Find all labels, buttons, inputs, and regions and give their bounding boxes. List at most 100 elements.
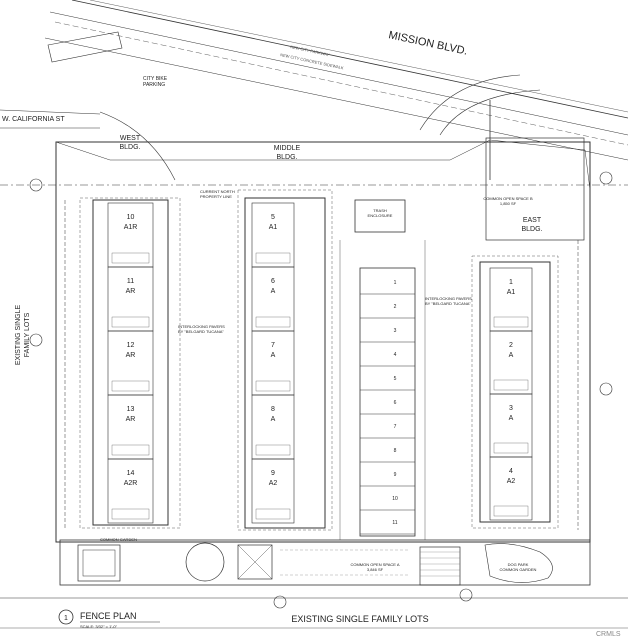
- west-unit-11-number: 11: [127, 278, 134, 285]
- crmls-watermark: CRMLS: [596, 631, 621, 638]
- middle-unit-9-type: A2: [269, 480, 278, 487]
- title-number: 1: [64, 615, 68, 622]
- middle-unit-8-type: A: [271, 416, 276, 423]
- east-unit-1-number: 1: [509, 279, 513, 286]
- middle-unit-7-garage: [255, 380, 291, 392]
- parking-stall-number: 8: [394, 448, 397, 454]
- west-unit-11-garage: [111, 316, 150, 328]
- west-building: [92, 199, 169, 526]
- common-garden-strip: [59, 539, 591, 586]
- parking-stall-number: 7: [394, 424, 397, 430]
- middle-unit-9-number: 9: [271, 470, 275, 477]
- middle-unit-5-garage: [255, 252, 291, 264]
- bike-parking-area: [47, 31, 123, 63]
- middle-unit-9: [251, 458, 295, 524]
- parking-stall-number: 10: [392, 496, 398, 502]
- middle-building: [244, 197, 326, 529]
- middle-unit-5-type: A1: [269, 224, 278, 231]
- middle-unit-8: [251, 394, 295, 460]
- east-unit-3-number: 3: [509, 405, 513, 412]
- west-unit-10-type: A1R: [124, 224, 138, 231]
- bottom-lots-label: EXISTING SINGLE FAMILY LOTS: [291, 614, 428, 624]
- east-unit-1-type: A1: [507, 289, 516, 296]
- west-unit-12-type: AR: [126, 352, 136, 359]
- middle-unit-7-type: A: [271, 352, 276, 359]
- west-unit-12: [107, 330, 154, 396]
- west-unit-12-garage: [111, 380, 150, 392]
- west-unit-14: [107, 458, 154, 524]
- middle-unit-7-number: 7: [271, 342, 275, 349]
- parking-stall-number: 6: [394, 400, 397, 406]
- middle-unit-6: [251, 266, 295, 332]
- trash-enclosure-box: [354, 199, 406, 233]
- mission-blvd-label: MISSION BLVD.: [387, 29, 468, 57]
- east-unit-4-number: 4: [509, 468, 513, 475]
- parking-stall-number: 4: [394, 352, 397, 358]
- west-unit-13-number: 13: [127, 406, 135, 413]
- west-unit-11: [107, 266, 154, 332]
- west-unit-13-type: AR: [126, 416, 136, 423]
- middle-unit-9-garage: [255, 508, 291, 520]
- west-unit-14-number: 14: [127, 470, 135, 477]
- parking-stall-number: 9: [394, 472, 397, 478]
- middle-unit-7: [251, 330, 295, 396]
- east-unit-2-garage: [493, 379, 529, 391]
- west-unit-11-type: AR: [126, 288, 136, 295]
- west-unit-14-type: A2R: [124, 480, 138, 487]
- east-unit-2-number: 2: [509, 342, 513, 349]
- middle-unit-6-garage: [255, 316, 291, 328]
- plan-title: FENCE PLAN: [80, 611, 137, 621]
- east-unit-2: [489, 330, 533, 395]
- middle-unit-5-number: 5: [271, 214, 275, 221]
- parking-stall-number: 11: [392, 520, 397, 526]
- parking-stall-number: 5: [394, 376, 397, 382]
- parking-stall-number: 1: [394, 280, 397, 286]
- middle-unit-6-type: A: [271, 288, 276, 295]
- west-unit-12-number: 12: [127, 342, 135, 349]
- west-unit-14-garage: [111, 508, 150, 520]
- west-unit-10: [107, 202, 154, 268]
- garden-circle: [185, 542, 225, 582]
- east-unit-4: [489, 456, 533, 521]
- common-garden-label: COMMON GARDEN: [100, 537, 137, 542]
- east-unit-3-garage: [493, 442, 529, 454]
- site-boundary: [55, 141, 591, 543]
- west-unit-13-garage: [111, 444, 150, 456]
- middle-unit-8-garage: [255, 444, 291, 456]
- mission-blvd-edge: [71, 0, 628, 119]
- parking-stall-number: 3: [394, 328, 397, 334]
- plan-scale: SCALE: 3/32" = 1'-0": [80, 624, 118, 629]
- bike-parking-line-2: PARKING: [143, 82, 165, 88]
- east-unit-3-type: A: [509, 415, 514, 422]
- east-unit-3: [489, 393, 533, 458]
- west-unit-10-garage: [111, 252, 150, 264]
- title-marker: [58, 609, 74, 625]
- middle-unit-8-number: 8: [271, 406, 275, 413]
- east-building: [479, 261, 551, 523]
- middle-unit-5: [251, 202, 295, 268]
- west-unit-13: [107, 394, 154, 460]
- middle-unit-6-number: 6: [271, 278, 275, 285]
- west-unit-10-number: 10: [127, 214, 135, 221]
- parking-lot: [359, 267, 416, 537]
- east-unit-4-garage: [493, 505, 529, 517]
- east-unit-1-garage: [493, 316, 529, 328]
- east-unit-2-type: A: [509, 352, 514, 359]
- east-unit-1: [489, 267, 533, 332]
- bike-parking-line-1: CITY BIKE: [143, 76, 168, 82]
- parking-stall-number: 2: [394, 304, 397, 310]
